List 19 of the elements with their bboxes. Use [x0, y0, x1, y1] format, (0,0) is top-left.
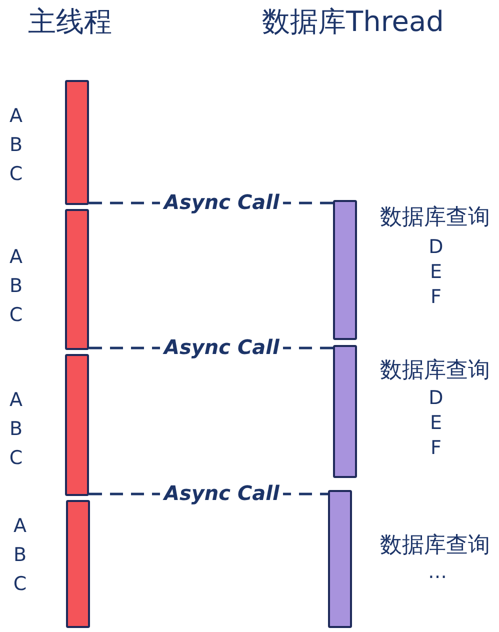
step-letters: A B C	[12, 514, 28, 597]
timeline-bar	[333, 200, 357, 340]
step-letters: D E F	[428, 386, 444, 461]
step-letters: A B C	[8, 245, 24, 328]
step-letters: D E F	[428, 235, 444, 310]
column-heading: 主线程	[28, 4, 112, 40]
timeline-bar	[65, 80, 89, 205]
query-label: 数据库查询	[379, 357, 491, 385]
timeline-bar	[333, 345, 357, 478]
column-heading: 数据库Thread	[262, 4, 444, 40]
step-letters: …	[428, 560, 444, 585]
timeline-bar	[65, 354, 89, 496]
step-letters: A B C	[8, 104, 24, 187]
query-label: 数据库查询	[379, 204, 491, 232]
timeline-bar	[65, 209, 89, 350]
timeline-bar	[66, 500, 90, 628]
timeline-bar	[328, 490, 352, 628]
step-letters: A B C	[8, 388, 24, 471]
query-label: 数据库查询	[379, 532, 491, 560]
